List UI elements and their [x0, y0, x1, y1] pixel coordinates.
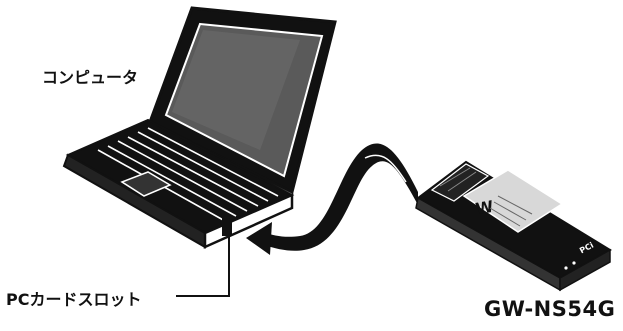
card-label-letter: W [474, 197, 495, 219]
model-name: GW-NS54G [484, 297, 615, 321]
pc-card-adapter: W PCi [416, 162, 610, 290]
computer-label: コンピュータ [42, 64, 138, 88]
card-led [564, 266, 567, 269]
card-led-2 [572, 261, 575, 264]
pc-card-slot [222, 218, 232, 236]
pc-card-slot-label: PCカードスロット [6, 286, 141, 310]
laptop-illustration [64, 8, 335, 247]
